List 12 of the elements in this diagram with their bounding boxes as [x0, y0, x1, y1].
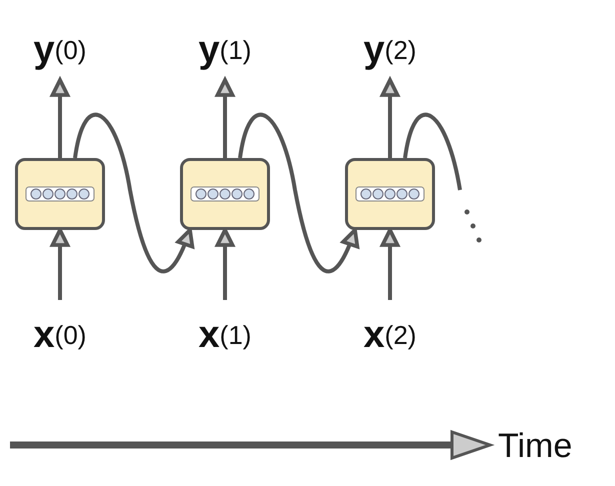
- arrow: [380, 228, 400, 300]
- arrow: [216, 228, 234, 300]
- rnn-cell: [345, 158, 435, 230]
- arrow: [380, 78, 400, 158]
- arrow: [238, 113, 359, 274]
- rnn-cell: [180, 158, 270, 230]
- arrow: [216, 78, 234, 158]
- axis-label: Time: [498, 427, 572, 466]
- arrow: [73, 113, 194, 274]
- arrow: [50, 228, 70, 300]
- arrow: [50, 78, 70, 158]
- rnn-cell: [15, 158, 105, 230]
